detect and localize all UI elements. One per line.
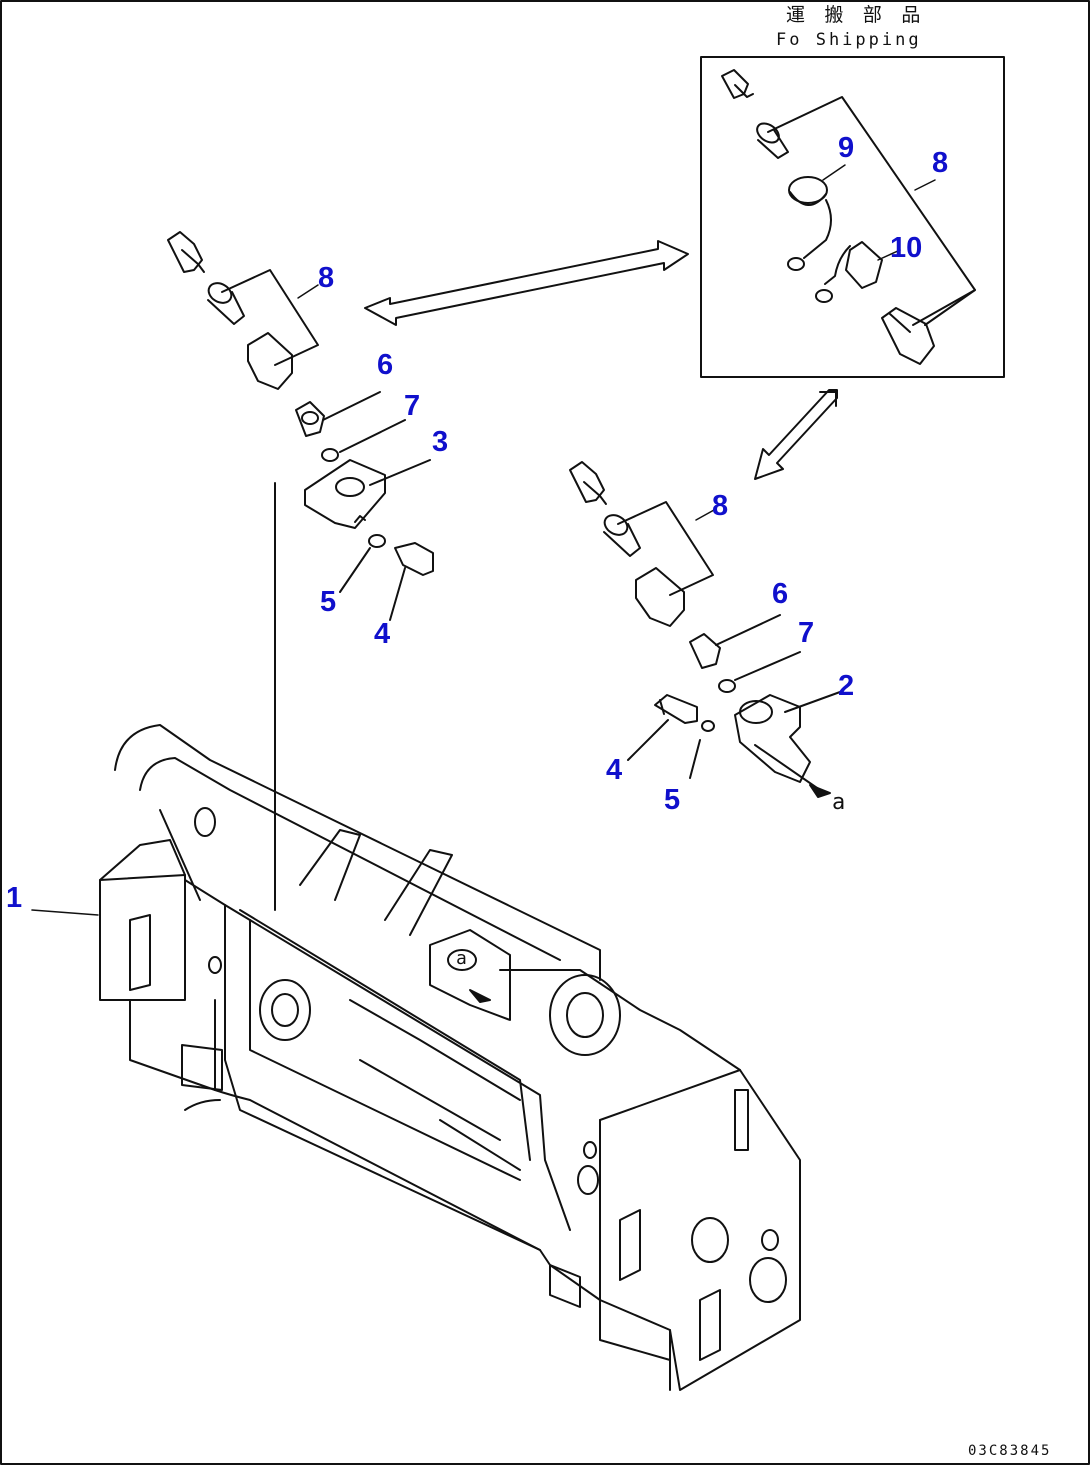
callout-10: 10: [890, 232, 923, 264]
upper-left-fitting-set: [167, 231, 434, 911]
callout-4-lower: 4: [606, 754, 623, 786]
callout-4-upper: 4: [374, 618, 391, 650]
arrow-to-inset: [364, 240, 689, 326]
callout-6-lower: 6: [772, 578, 789, 610]
callout-6-upper: 6: [377, 349, 394, 381]
callout-3: 3: [432, 426, 449, 458]
inset-title: 運 搬 部 品: [786, 4, 925, 26]
callout-9: 9: [838, 132, 855, 164]
reference-letter-boom: a: [456, 948, 467, 969]
lower-right-fitting-set: [569, 461, 841, 798]
callout-7-upper: 7: [404, 390, 421, 422]
inset-subtitle: Fo Shipping: [776, 30, 922, 50]
callout-2: 2: [838, 670, 855, 702]
callout-8-lower: 8: [712, 490, 729, 522]
callout-5-lower: 5: [664, 784, 681, 816]
inset-box: [700, 56, 1005, 378]
callout-5-upper: 5: [320, 586, 337, 618]
drawing-code: 03C83845: [968, 1443, 1052, 1459]
boom-main-body: [99, 724, 801, 1391]
reference-letter: a: [832, 790, 846, 815]
arrow-from-inset: [754, 389, 838, 480]
inset-grease-fitting-set: [721, 69, 976, 365]
callout-1: 1: [6, 882, 23, 914]
callout-8-upper: 8: [318, 262, 335, 294]
callout-7-lower: 7: [798, 617, 815, 649]
leader-lines: [31, 164, 936, 916]
callout-8-inset: 8: [932, 147, 949, 179]
